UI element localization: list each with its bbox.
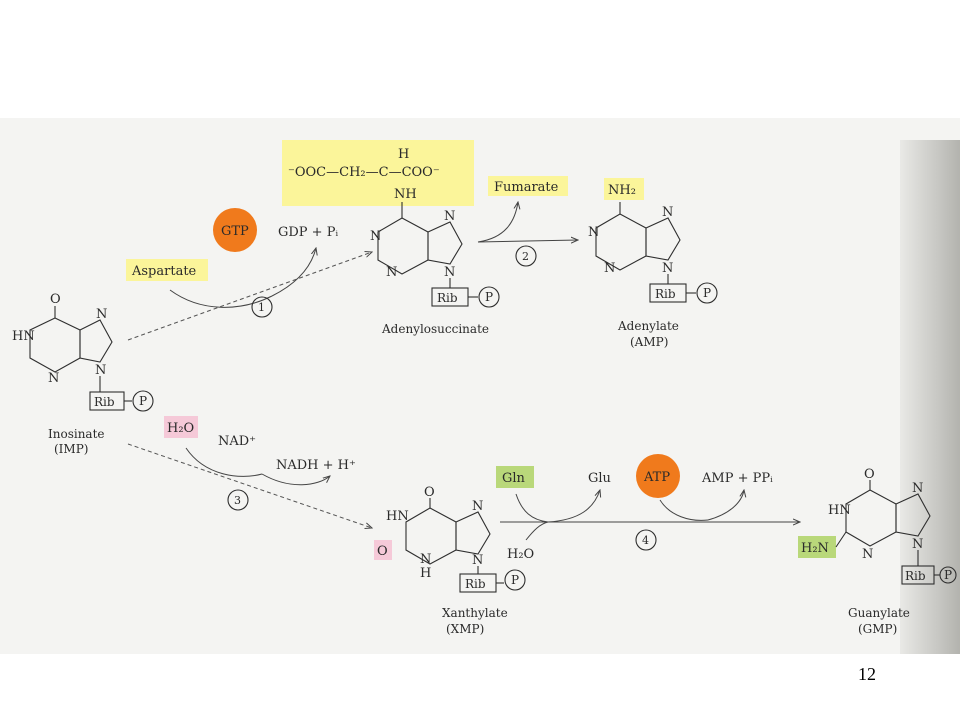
xmp-abbr: (XMP) [446,622,484,636]
atp-circle [636,454,680,498]
fumarate-label: Fumarate [494,180,559,195]
gmp-h2n: H₂N [801,541,829,556]
aspartate-entry-arc [169,289,273,308]
adenylosuccinate-name: Adenylosuccinate [381,322,489,336]
xmp-o2: O [377,544,388,559]
imp-hn: HN [12,329,35,344]
fumarate-highlight [488,176,568,196]
gmp-rib: Rib [905,569,926,583]
h2o-top-label: H₂O [167,421,194,436]
imp-o: O [50,292,61,307]
amp-n1: N [588,225,599,240]
ads-n7: N [444,209,455,224]
xmp-n9: N [472,553,483,568]
ads-n3: N [386,265,397,280]
page-number: 12 [858,664,876,684]
gmp-n9: N [912,537,923,552]
xmp-name: Xanthylate [442,606,508,620]
amp-n9: N [662,261,673,276]
imp-name: Inosinate [48,427,105,441]
atp-entry-arc [659,499,709,521]
scanned-page-background [0,118,960,654]
aspartate-highlight [126,259,208,281]
step3-number: 3 [234,494,241,507]
atp-label: ATP [643,470,670,485]
h2o-highlight [164,416,198,438]
xmp-rib: Rib [465,577,486,591]
step4-number: 4 [642,534,649,547]
amp-n3: N [604,261,615,276]
step1-number: 1 [258,301,265,314]
amp-nh2: NH₂ [608,183,636,198]
xmp-o2-highlight [374,540,392,560]
amp-ppi-release-arc [707,490,744,521]
imp-rib: Rib [94,395,115,409]
xmp-h: H [420,566,431,581]
gtp-label: GTP [221,224,249,239]
nadh-label: NADH + H⁺ [276,458,356,473]
imp-abbr: (IMP) [54,442,88,456]
gdp-pi-label: GDP + Pᵢ [278,225,338,240]
imp-n9: N [95,363,106,378]
glu-label: Glu [588,471,611,486]
nad-label: NAD⁺ [218,434,256,449]
gmp-p: P [944,568,952,582]
h2n-highlight [798,536,836,558]
gmp-o: O [864,467,875,482]
xmp-p: P [511,573,519,587]
step1-arrow [127,252,372,341]
aspartate-label: Aspartate [131,264,197,279]
xmp-hn: HN [386,509,409,524]
fumarate-release-arc [477,202,518,243]
amp-structure: NH₂ N N N N Rib P Adenylate (AMP) [588,178,718,349]
gmp-structure: O HN H₂N N N N Rib P Guanylate (GMP) [798,467,957,636]
amp-name: Adenylate [617,319,679,333]
ads-p: P [485,290,493,304]
h2o-bottom-label: H₂O [507,547,534,562]
gdp-release-arc [271,248,316,297]
imp-p: P [139,394,147,408]
step3-arrow [127,443,372,528]
step2-number: 2 [522,250,529,263]
succinyl-nh: NH [394,187,417,202]
ads-n1: N [370,229,381,244]
gmp-abbr: (GMP) [858,622,897,636]
xmp-n7: N [472,499,483,514]
amp-ppi-label: AMP + PPᵢ [701,471,773,486]
imp-n7: N [96,307,107,322]
gln-highlight [496,466,534,488]
amp-rib: Rib [655,287,676,301]
adenylosuccinate-structure: N N N N Rib P Adenylosuccinate [370,202,500,336]
succinyl-chain: ⁻OOC—CH₂—C—COO⁻ [288,165,440,180]
amp-n7: N [662,205,673,220]
succinyl-highlight [282,140,474,206]
succinyl-h: H [398,147,409,162]
xmp-structure: O HN O N H N N Rib P Xanthylate (XMP) [374,485,526,636]
imp-structure: O HN N N N Rib P Inosinate (IMP) [12,292,154,456]
nadh-release-arc [261,473,330,486]
step2-arrow [477,240,578,242]
h2o-entry-arc [525,521,549,541]
gln-entry-arc [515,493,549,523]
gtp-circle [213,208,257,252]
xmp-o6: O [424,485,435,500]
gmp-hn: HN [828,503,851,518]
gmp-n7: N [912,481,923,496]
imp-n3: N [48,371,59,386]
gln-label: Gln [502,471,526,486]
ads-rib: Rib [437,291,458,305]
amp-p: P [703,286,711,300]
amp-abbr: (AMP) [630,335,668,349]
nad-entry-arc [185,447,263,477]
xmp-n3: N [420,552,431,567]
scanned-page-edge [900,140,960,654]
nh2-highlight [604,178,644,200]
glu-release-arc [547,490,600,523]
gmp-n3: N [862,547,873,562]
ads-n9: N [444,265,455,280]
gmp-name: Guanylate [848,606,910,620]
